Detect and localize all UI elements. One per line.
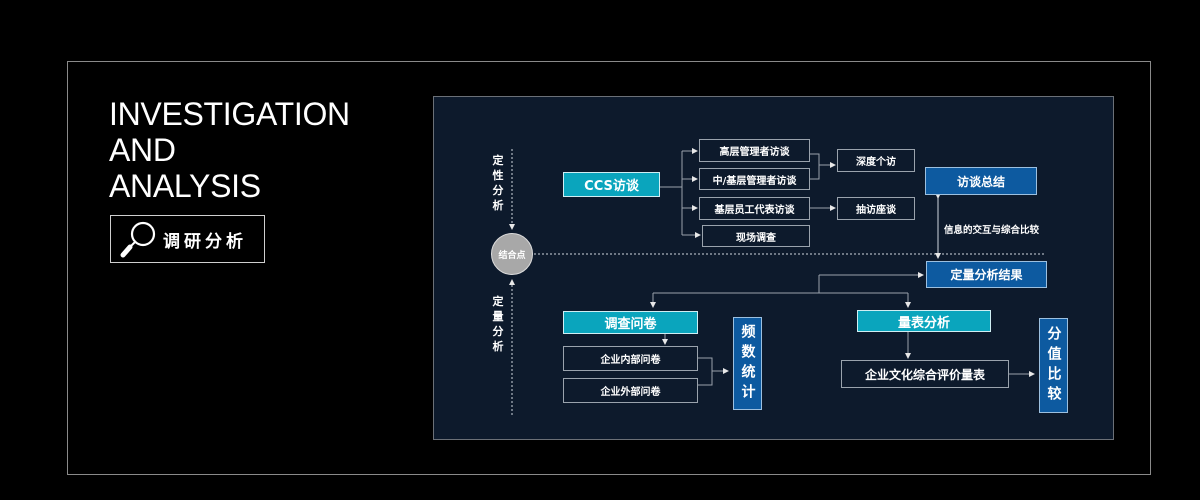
node-interview-summary: 访谈总结: [925, 167, 1037, 195]
qualitative-label: 定 性 分 析: [491, 153, 505, 213]
node-score-comparison: 分值比较: [1039, 318, 1068, 413]
node-questionnaire: 调查问卷: [563, 311, 698, 334]
page-title: INVESTIGATION AND ANALYSIS: [109, 96, 350, 204]
quantitative-label-text: 定 量 分 析: [492, 295, 504, 353]
quantitative-label: 定 量 分 析: [491, 294, 505, 354]
qualitative-label-text: 定 性 分 析: [492, 154, 504, 212]
node-quantitative-result: 定量分析结果: [926, 261, 1047, 288]
node-group-discussion: 抽访座谈: [837, 197, 915, 220]
node-depth-interview: 深度个访: [837, 149, 915, 172]
node-ccs-interview: CCS访谈: [563, 172, 660, 197]
title-line-1: INVESTIGATION: [109, 96, 350, 132]
magnifier-icon: [120, 221, 156, 258]
exchange-note: 信息的交互与综合比较: [944, 225, 1040, 236]
badge-label: 调研分析: [163, 231, 247, 252]
title-line-2: AND: [109, 132, 176, 168]
title-line-3: ANALYSIS: [109, 168, 261, 204]
node-scale-analysis: 量表分析: [857, 310, 991, 332]
connector-lines: [509, 148, 1046, 415]
node-internal-questionnaire: 企业内部问卷: [563, 346, 698, 371]
node-mid-interview: 中/基层管理者访谈: [699, 168, 810, 190]
node-senior-interview: 高层管理者访谈: [699, 139, 810, 162]
node-staff-interview: 基层员工代表访谈: [699, 197, 810, 220]
frequency-stats-text: 频数统计: [739, 323, 756, 404]
section-badge: 调研分析: [110, 215, 265, 263]
score-comparison-text: 分值比较: [1045, 325, 1062, 406]
node-site-survey: 现场调查: [702, 225, 810, 247]
node-culture-scale: 企业文化综合评价量表: [841, 360, 1009, 388]
node-frequency-stats: 频数统计: [733, 317, 762, 410]
outer-frame: [67, 61, 1151, 475]
diagram-panel: 定 性 分 析 定 量 分 析 结合点 CCS访谈 高层管理者访谈 中/基层管理…: [433, 96, 1114, 440]
junction-node: 结合点: [491, 233, 533, 275]
node-external-questionnaire: 企业外部问卷: [563, 378, 698, 403]
